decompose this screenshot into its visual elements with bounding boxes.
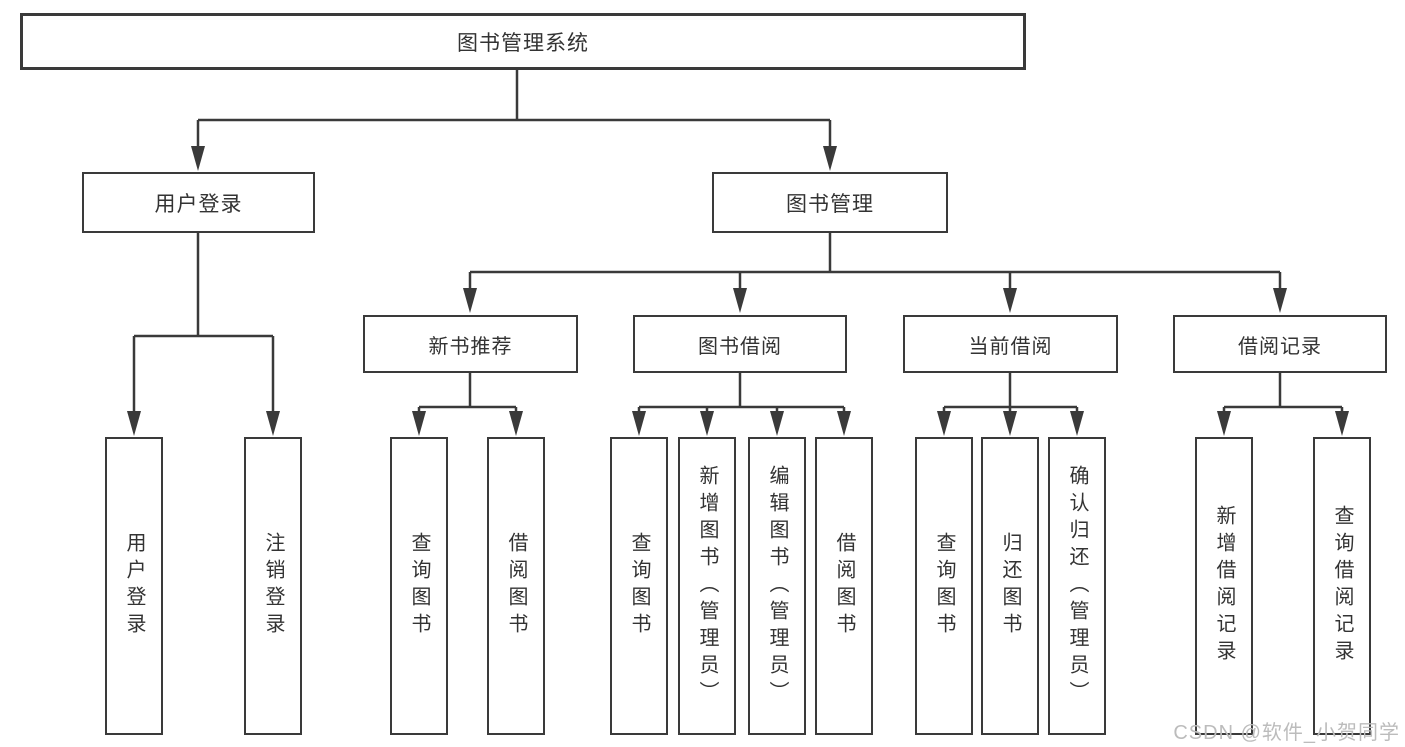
node-library-system: 图书管理系统 bbox=[20, 13, 1026, 70]
arrowhead-icon bbox=[463, 288, 477, 313]
arrowhead-icon bbox=[1335, 411, 1349, 436]
leaf-edit-books-admin-label: 编辑图书（管理员） bbox=[766, 464, 788, 708]
leaf-confirm-return-admin: 确认归还（管理员） bbox=[1048, 437, 1106, 735]
leaf-user-login: 用户登录 bbox=[105, 437, 163, 735]
node-current-borrowing: 当前借阅 bbox=[903, 315, 1118, 373]
leaf-query-borrow-record-label: 查询借阅记录 bbox=[1331, 505, 1353, 667]
leaf-edit-books-admin: 编辑图书（管理员） bbox=[748, 437, 806, 735]
leaf-query-books-borrow: 查询图书 bbox=[610, 437, 668, 735]
connector-current-borrow-to-leaves bbox=[937, 373, 1084, 436]
leaf-borrow-books-recommend: 借阅图书 bbox=[487, 437, 545, 735]
leaf-borrow-books: 借阅图书 bbox=[815, 437, 873, 735]
leaf-add-borrow-record: 新增借阅记录 bbox=[1195, 437, 1253, 735]
arrowhead-icon bbox=[770, 411, 784, 436]
node-book-borrowing: 图书借阅 bbox=[633, 315, 847, 373]
leaf-query-books-current: 查询图书 bbox=[915, 437, 973, 735]
arrowhead-icon bbox=[1003, 288, 1017, 313]
leaf-return-books: 归还图书 bbox=[981, 437, 1039, 735]
arrowhead-icon bbox=[127, 411, 141, 436]
leaf-query-books-borrow-label: 查询图书 bbox=[628, 532, 650, 640]
leaf-return-books-label: 归还图书 bbox=[999, 532, 1021, 640]
arrowhead-icon bbox=[266, 411, 280, 436]
arrowhead-icon bbox=[1003, 411, 1017, 436]
node-library-system-label: 图书管理系统 bbox=[457, 31, 589, 55]
leaf-confirm-return-admin-label: 确认归还（管理员） bbox=[1066, 464, 1088, 708]
leaf-add-borrow-record-label: 新增借阅记录 bbox=[1213, 505, 1235, 667]
connector-root-to-branches bbox=[191, 70, 837, 171]
leaf-borrow-books-label: 借阅图书 bbox=[833, 532, 855, 640]
node-new-book-recommendation: 新书推荐 bbox=[363, 315, 578, 373]
arrowhead-icon bbox=[1273, 288, 1287, 313]
node-current-borrowing-label: 当前借阅 bbox=[968, 335, 1053, 358]
leaf-query-books-recommend-label: 查询图书 bbox=[408, 532, 430, 640]
node-user-login: 用户登录 bbox=[82, 172, 315, 233]
arrowhead-icon bbox=[632, 411, 646, 436]
leaf-user-login-label: 用户登录 bbox=[123, 532, 145, 640]
leaf-logout-login-label: 注销登录 bbox=[262, 532, 284, 640]
node-book-management-label: 图书管理 bbox=[786, 192, 874, 216]
arrowhead-icon bbox=[700, 411, 714, 436]
connector-user-login-to-leaves bbox=[127, 233, 280, 436]
leaf-query-books-current-label: 查询图书 bbox=[933, 532, 955, 640]
node-borrowing-records: 借阅记录 bbox=[1173, 315, 1387, 373]
arrowhead-icon bbox=[837, 411, 851, 436]
leaf-query-borrow-record: 查询借阅记录 bbox=[1313, 437, 1371, 735]
connector-records-to-leaves bbox=[1217, 373, 1349, 436]
arrowhead-icon bbox=[509, 411, 523, 436]
arrowhead-icon bbox=[823, 146, 837, 171]
leaf-borrow-books-recommend-label: 借阅图书 bbox=[505, 532, 527, 640]
arrowhead-icon bbox=[937, 411, 951, 436]
arrowhead-icon bbox=[1070, 411, 1084, 436]
arrowhead-icon bbox=[733, 288, 747, 313]
arrowhead-icon bbox=[412, 411, 426, 436]
leaf-query-books-recommend: 查询图书 bbox=[390, 437, 448, 735]
connector-new-book-to-leaves bbox=[412, 373, 523, 436]
node-book-borrowing-label: 图书借阅 bbox=[698, 335, 782, 358]
node-user-login-label: 用户登录 bbox=[154, 192, 243, 216]
arrowhead-icon bbox=[191, 146, 205, 171]
arrowhead-icon bbox=[1217, 411, 1231, 436]
leaf-add-books-admin: 新增图书（管理员） bbox=[678, 437, 736, 735]
connector-book-borrow-to-leaves bbox=[632, 373, 851, 436]
csdn-watermark: CSDN @软件_小贺同学 bbox=[1173, 722, 1400, 744]
node-book-management: 图书管理 bbox=[712, 172, 948, 233]
node-new-book-recommendation-label: 新书推荐 bbox=[428, 335, 513, 358]
node-borrowing-records-label: 借阅记录 bbox=[1238, 335, 1322, 358]
leaf-add-books-admin-label: 新增图书（管理员） bbox=[696, 464, 718, 708]
connector-book-mgmt-to-sections bbox=[463, 233, 1287, 313]
leaf-logout-login: 注销登录 bbox=[244, 437, 302, 735]
